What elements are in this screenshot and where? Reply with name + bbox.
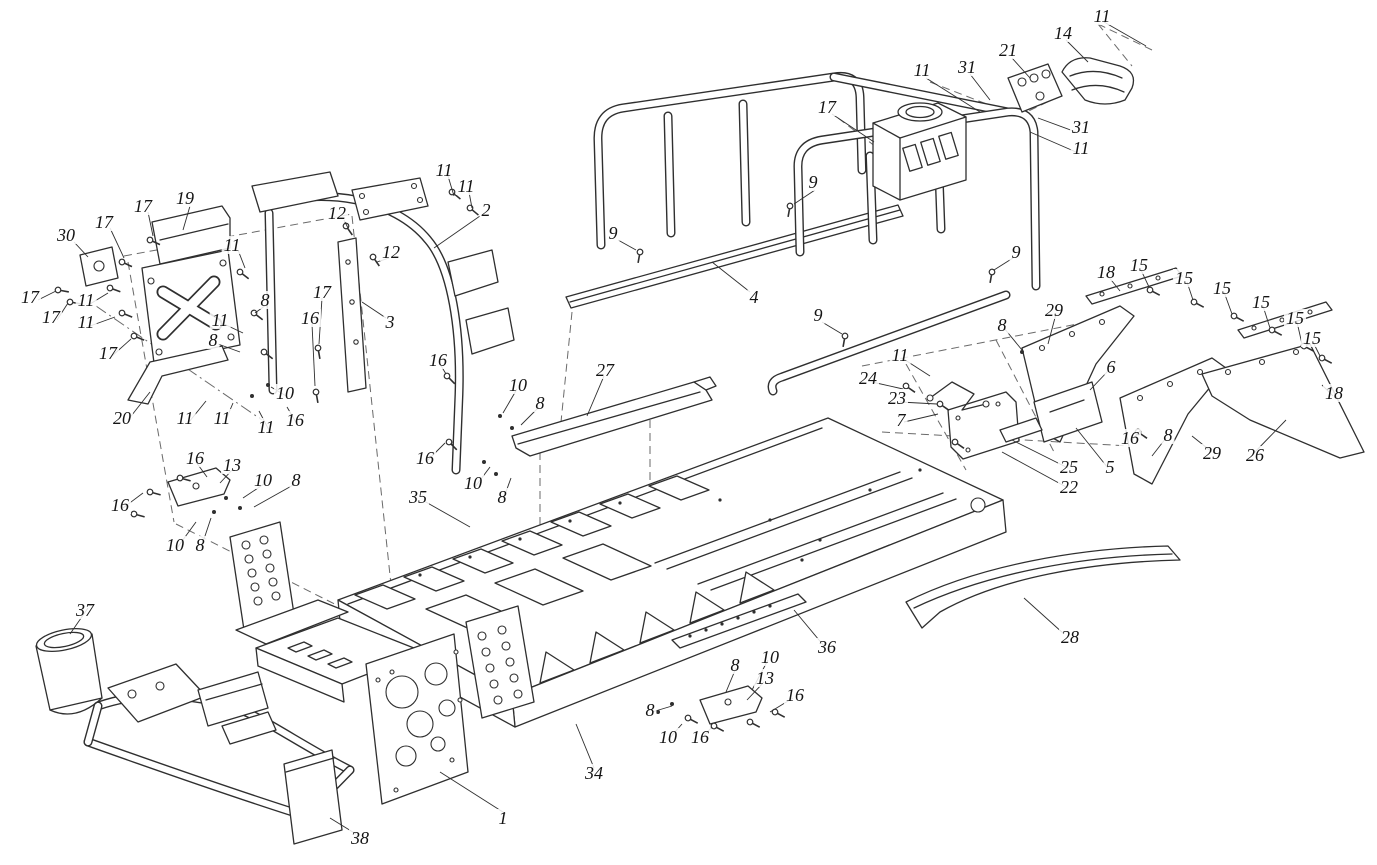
bracket-part-13-front <box>167 467 231 507</box>
bracket-part-14 <box>1061 57 1135 105</box>
bulkhead-part-1 <box>365 633 469 805</box>
bracket-part-30 <box>79 246 119 287</box>
bracket-part-20 <box>127 345 229 405</box>
rear-rack-assembly-part-4 <box>565 71 1041 396</box>
x-plate-bracket <box>141 249 241 364</box>
channel-part-3 <box>337 237 367 393</box>
manifold-part-21 <box>1007 63 1063 113</box>
edge-trim-part-36 <box>671 593 807 649</box>
main-frame-deck-part-35 <box>229 417 1007 728</box>
strip-part-27 <box>511 376 717 457</box>
rack-box-part-17 <box>872 102 967 201</box>
front-hoop-part-2 <box>251 171 515 475</box>
hardware-bolts <box>54 188 1333 732</box>
exhaust-part-37 <box>35 627 103 715</box>
rivets <box>212 350 1024 714</box>
deflector-part-28 <box>905 545 1181 629</box>
bracket-part-13-rear <box>699 685 763 725</box>
plate-part-19 <box>151 205 231 265</box>
panel-part-38 <box>283 749 343 845</box>
